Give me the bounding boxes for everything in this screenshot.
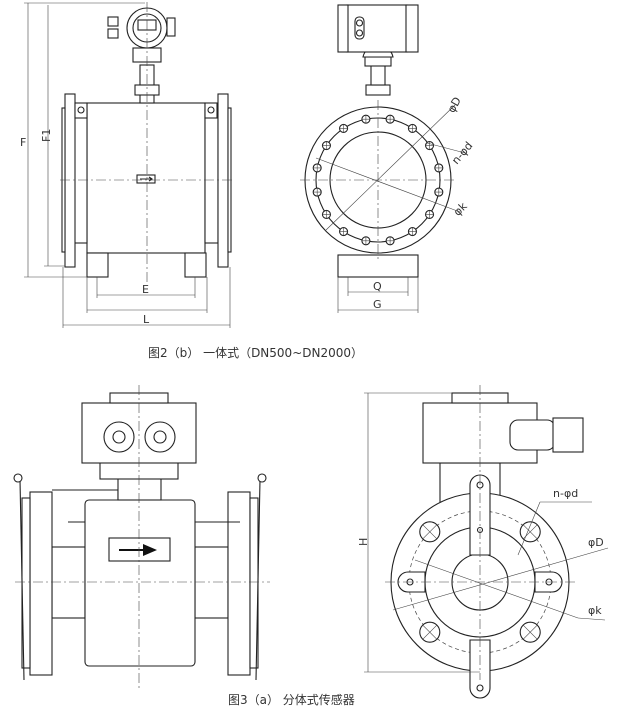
left-liner (73, 109, 88, 244)
grounding-bolt-icon (257, 473, 267, 483)
dim-label-F1: F1 (40, 129, 53, 142)
cable-gland-icon (107, 28, 119, 39)
left-foot (86, 252, 109, 278)
cable-gland-icon (107, 16, 119, 27)
bottom-front-view: H n-φd φD φk (357, 385, 609, 699)
bolt-holes (312, 114, 444, 246)
dim-label-nd: n-φd (449, 139, 475, 167)
stem (370, 64, 386, 86)
dim-label-L: L (143, 313, 150, 326)
dim-label-nd: n-φd (553, 487, 578, 500)
flow-arrow-icon (119, 544, 157, 556)
caption-bottom: 图3（a） 分体式传感器 (228, 692, 355, 707)
sensor-body (84, 499, 196, 667)
dim-label-Q: Q (373, 280, 382, 293)
left-flange (64, 93, 76, 268)
left-flange (29, 491, 53, 676)
bottom-side-view (13, 385, 270, 690)
right-flange (217, 93, 229, 268)
dim-label-H: H (357, 538, 370, 546)
cable-gland-icon (144, 421, 176, 453)
left-lug (74, 102, 88, 119)
base-support (337, 254, 419, 278)
stem (117, 477, 162, 501)
caption-top: 图2（b） 一体式（DN500~DN2000） (148, 346, 363, 360)
right-lug (204, 102, 218, 119)
right-foot (184, 252, 207, 278)
bolt-holes (419, 521, 541, 643)
top-front-view: Q G φD n-φd φk (300, 4, 475, 313)
right-pipe-section (194, 546, 229, 619)
dim-label-k: φk (451, 199, 470, 218)
top-side-view: F F1 E L (20, 2, 235, 328)
cable-gland-icon (509, 419, 556, 451)
left-pipe-section (51, 546, 86, 619)
dim-label-D: φD (588, 536, 604, 549)
grounding-bolt-icon (13, 473, 23, 483)
cable-gland-icon (103, 421, 135, 453)
dim-label-G: G (373, 298, 382, 311)
dim-label-F: F (20, 136, 26, 149)
right-flange (227, 491, 251, 676)
right-liner (204, 109, 219, 244)
dim-label-E: E (142, 283, 149, 296)
dim-label-k: φk (588, 604, 602, 617)
